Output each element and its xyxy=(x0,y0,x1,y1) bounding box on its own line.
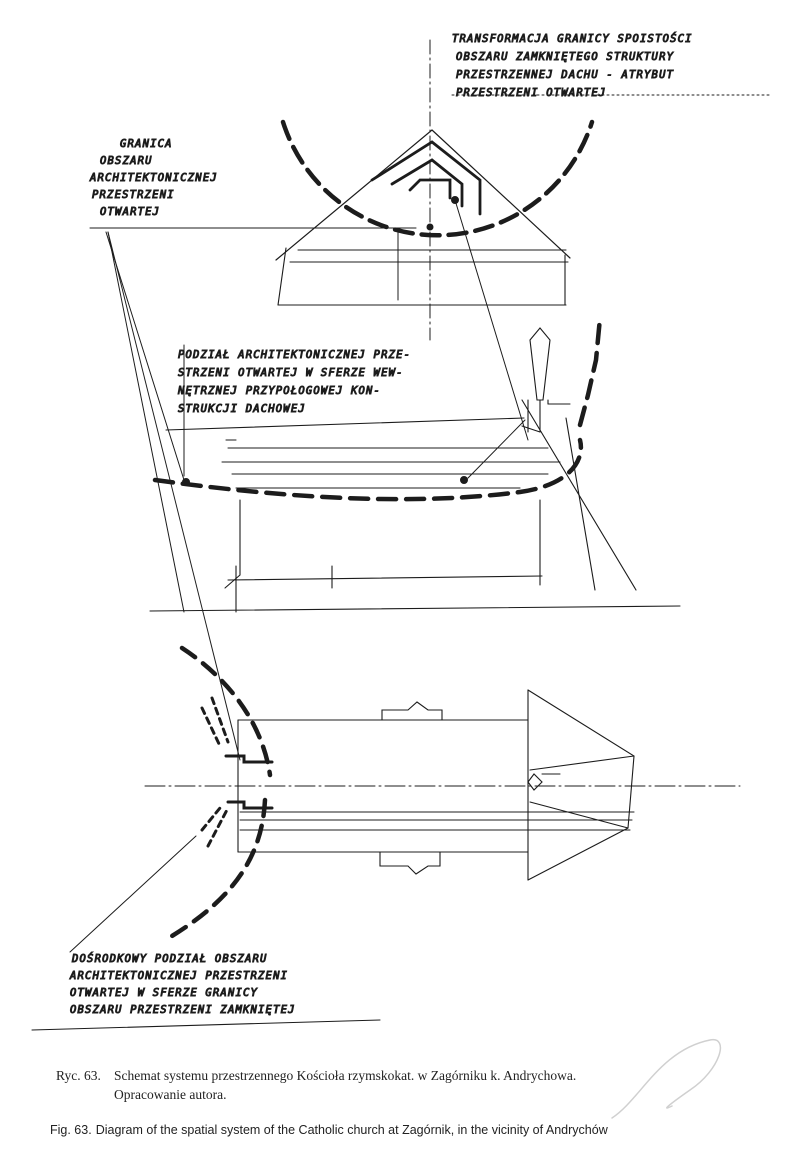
annotation-centripetal: DOŚRODKOWY PODZIAŁ OBSZARU ARCHITEKTONIC… xyxy=(69,952,296,1016)
annotation-division: PODZIAŁ ARCHITEKTONICZNEJ PRZE- STRZENI … xyxy=(177,349,419,415)
annotation-open-boundary: GRANICA OBSZARU ARCHITEKTONICZNEJ PRZEST… xyxy=(89,138,225,218)
leader-division-top xyxy=(454,199,529,441)
caption-polish-line2: Opracowanie autora. xyxy=(114,1087,227,1102)
caption-english-number: Fig. 63. xyxy=(50,1123,92,1137)
leaders xyxy=(31,94,771,1031)
caption-polish-line1: Schemat systemu przestrzennego Kościoła … xyxy=(114,1068,577,1083)
roof-cap-inner xyxy=(408,178,452,200)
church-plan xyxy=(144,645,741,939)
roof-edge-right xyxy=(431,129,571,259)
tower-spire xyxy=(529,327,551,401)
boundary-arc-top xyxy=(280,119,595,238)
axis-dot xyxy=(426,223,434,231)
caption-polish-number: Ryc. 63. xyxy=(56,1068,101,1083)
boundary-arc-middle xyxy=(152,437,584,502)
signature-watermark xyxy=(611,1039,721,1119)
boundary-arc-plan-upper xyxy=(179,645,273,778)
annotation-transformation: TRANSFORMACJA GRANICY SPOISTOŚCI OBSZARU… xyxy=(452,32,700,99)
roof-edge-left xyxy=(275,129,433,261)
roof-cap-outer xyxy=(370,140,482,216)
caption-english: Fig. 63.Diagram of the spatial system of… xyxy=(50,1123,608,1137)
caption-english-text: Diagram of the spatial system of the Cat… xyxy=(95,1123,608,1137)
boundary-arc-plan-lower xyxy=(169,797,268,939)
roof-elevation xyxy=(275,39,595,441)
boundary-arc-middle-upper xyxy=(577,315,603,428)
longitudinal-section xyxy=(149,315,681,613)
roof-cap-middle xyxy=(390,158,464,208)
caption-polish: Ryc. 63. Schemat systemu przestrzennego K… xyxy=(56,1068,576,1084)
